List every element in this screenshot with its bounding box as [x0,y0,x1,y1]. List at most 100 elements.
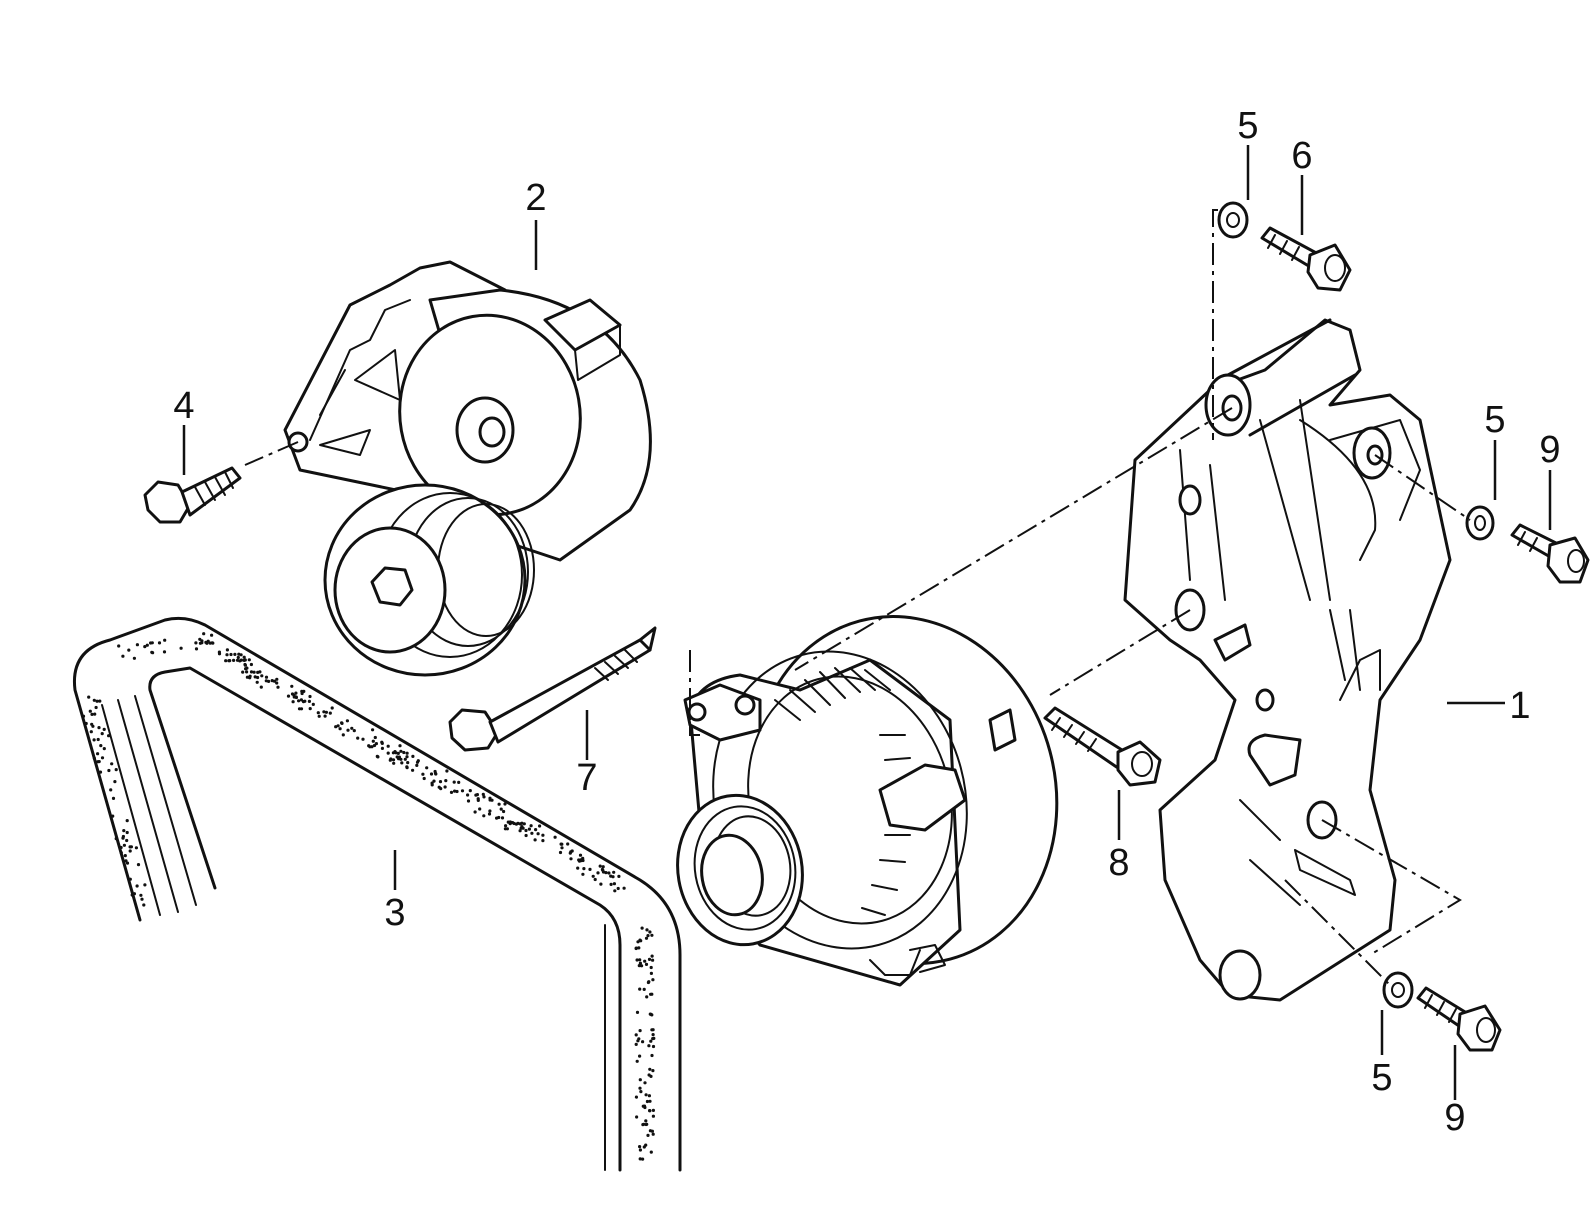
belt-stipple-dot [308,694,312,699]
belt-stipple-dot [582,867,586,871]
callout-3: 3 [384,892,405,934]
belt-stipple-dot [581,872,585,876]
belt-stipple-dot [346,728,350,732]
assembly-lines [244,209,1471,986]
belt-stipple-dot [233,652,237,657]
belt-stipple-dot [204,640,208,645]
belt-stipple-dot [634,1042,638,1046]
belt-stipple-dot [96,752,100,756]
belt-stipple-dot [482,795,486,799]
belt-stipple-dot [386,744,390,748]
belt-stipple-dot [641,1157,645,1161]
belt-stipple-dot [634,1033,638,1037]
leader-lines [182,145,1552,1100]
callout-8: 8 [1108,842,1129,884]
belt-stipple-dot [646,934,650,938]
belt-stipple-dot [247,658,251,662]
belt-stipple-dot [92,738,96,742]
washer-5-bottom [1382,971,1414,1009]
belt-stipple-dot [109,788,113,792]
belt-stipple-dot [121,654,125,658]
belt-stipple-dot [372,743,377,748]
belt-stipple-dot [651,1033,655,1037]
belt-stipple-dot [642,987,646,992]
belt-stipple-dot [604,871,608,875]
belt-stipple-dot [89,730,93,734]
belt-stipple-dot [644,1093,648,1097]
belt-stipple-dot [124,859,128,863]
belt-stipple-dot [474,793,478,797]
belt-stipple-dot [132,892,136,896]
belt-stipple-dot [612,870,616,874]
belt-stipple-dot [107,734,111,738]
belt-stipple-dot [642,1104,647,1108]
belt-stipple-dot [588,867,592,872]
belt-stipple-dot [352,729,356,733]
belt-stipple-dot [457,780,461,785]
belt-stipple-dot [276,685,280,689]
belt-stipple-dot [290,684,294,688]
belt-stipple-dot [98,770,103,774]
belt-stipple-dot [87,695,91,699]
belt-stipple-dot [402,750,406,755]
belt-stipple-dot [239,658,243,662]
belt-stipple-dot [600,867,605,872]
belt-stipple-dot [651,1069,655,1073]
belt-stipple-dot [473,810,477,814]
belt-stipple-dot [645,928,649,932]
belt-stipple-dot [651,1132,655,1136]
belt-stipple-dot [370,745,374,749]
belt-stipple-dot [122,829,126,833]
belt-stipple-dot [142,903,146,907]
belt-stipple-dot [393,750,397,754]
belt-stipple-dot [488,809,492,813]
belt-stipple-dot [236,655,240,660]
belt-stipple-dot [641,1040,645,1044]
belt-stipple-dot [647,1044,651,1048]
belt-stipple-dot [651,1108,656,1112]
belt-stipple-dot [317,714,321,718]
belt-stipple-dot [157,641,162,645]
belt-stipple-dot [651,1114,656,1118]
belt-stipple-dot [638,1148,643,1152]
belt-stipple-dot [651,978,655,982]
belt-stipple-dot [443,785,447,789]
belt-stipple-dot [490,798,494,802]
belt-stipple-dot [541,833,545,837]
belt-stipple-dot [249,670,254,674]
belt-stipple-dot [391,758,396,762]
belt-stipple-dot [150,650,154,654]
belt-stipple-dot [253,675,257,679]
belt-stipple-dot [245,670,249,674]
belt-stipple-dot [386,751,390,755]
belt-stipple-dot [252,670,256,674]
belt-stipple-dot [228,659,232,663]
belt-stipple-dot [638,1157,642,1161]
belt-stipple-dot [521,826,525,830]
belt-stipple-dot [259,685,263,689]
belt-stipple-dot [649,1012,653,1016]
belt-stipple-dot [102,727,106,732]
belt-stipple-dot [599,882,603,886]
belt-stipple-dot [646,1133,650,1137]
belt-stipple-dot [122,843,126,847]
belt-stipple-dot [125,830,129,835]
belt-stipple-dot [648,1067,652,1071]
belt-stipple-dot [527,827,532,831]
belt-stipple-dot [202,632,206,636]
belt-stipple-dot [649,965,653,970]
belt-stipple-dot [612,882,617,886]
belt-stipple-dot [243,658,247,662]
belt-stipple-dot [534,828,538,832]
belt-stipple-dot [330,706,334,710]
belt-stipple-dot [641,1123,645,1127]
belt-stipple-dot [649,1150,653,1154]
belt-stipple-dot [609,874,613,878]
belt-stipple-dot [235,658,240,662]
belt-stipple-dot [297,699,301,703]
belt-stipple-dot [135,884,139,888]
belt-stipple-dot [503,802,507,806]
belt-stipple-dot [338,727,342,731]
belt-stipple-dot [647,957,652,962]
belt-stipple-dot [541,839,545,843]
